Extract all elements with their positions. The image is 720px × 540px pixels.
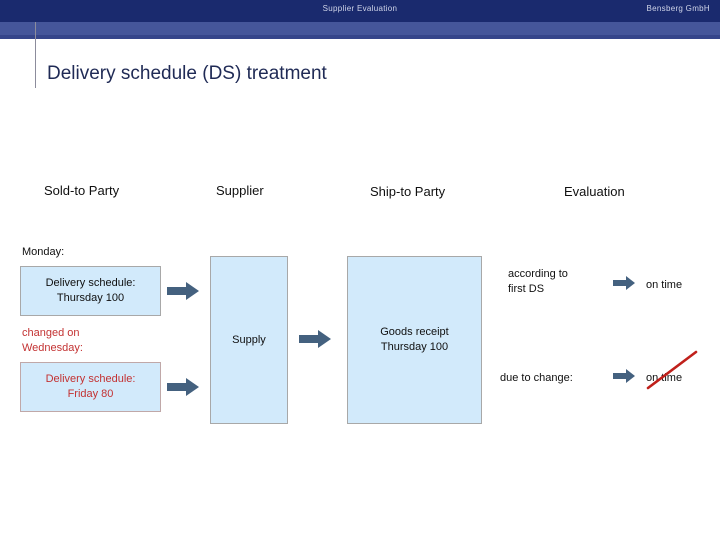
changed-line1: changed on bbox=[22, 327, 80, 339]
box-delivery-schedule-first-text: Delivery schedule: Thursday 100 bbox=[46, 276, 136, 306]
label-monday: Monday: bbox=[22, 246, 65, 258]
box-delivery-schedule-changed-text: Delivery schedule: Friday 80 bbox=[46, 372, 136, 402]
label-changed-on-wednesday: changed on Wednesday: bbox=[22, 326, 83, 356]
header-bar-top bbox=[0, 0, 720, 22]
acc-line1: according to bbox=[508, 268, 568, 280]
box-goods-receipt: Goods receipt Thursday 100 bbox=[347, 256, 482, 424]
box-supply: Supply bbox=[210, 256, 288, 424]
arrow-right-icon-eval-second bbox=[613, 369, 635, 383]
header-bar-accent bbox=[0, 35, 720, 39]
box-goods-receipt-text: Goods receipt Thursday 100 bbox=[380, 325, 448, 355]
arrow-right-icon-eval-first bbox=[613, 276, 635, 290]
page-title: Delivery schedule (DS) treatment bbox=[47, 63, 327, 84]
changed-line2: Wednesday: bbox=[22, 342, 83, 354]
column-header-sold-to-party: Sold-to Party bbox=[44, 183, 120, 198]
box-supply-text: Supply bbox=[232, 333, 266, 346]
box-delivery-schedule-changed: Delivery schedule: Friday 80 bbox=[20, 362, 161, 412]
vertical-accent-line bbox=[35, 22, 36, 88]
header-center-title: Supplier Evaluation bbox=[322, 4, 398, 13]
label-according-to-first-ds: according to first DS bbox=[508, 267, 568, 297]
goods-line1: Goods receipt bbox=[380, 326, 449, 338]
arrow-right-icon-ds2-to-supply bbox=[167, 378, 199, 396]
acc-line2: first DS bbox=[508, 283, 545, 295]
label-result-on-time-first: on time bbox=[646, 279, 683, 291]
label-result-on-time-second: on time bbox=[646, 372, 683, 384]
ds2-line1: Delivery schedule: bbox=[45, 373, 136, 385]
header-bar-middle bbox=[0, 22, 720, 35]
red-strikethrough-icon bbox=[646, 350, 698, 390]
column-header-ship-to-party: Ship-to Party bbox=[370, 184, 446, 199]
box-delivery-schedule-first: Delivery schedule: Thursday 100 bbox=[20, 266, 161, 316]
arrow-right-icon-supply-to-goods bbox=[299, 330, 331, 348]
ds1-line1: Delivery schedule: bbox=[45, 277, 136, 289]
ds2-line2: Friday 80 bbox=[67, 388, 114, 400]
label-due-to-change: due to change: bbox=[500, 372, 573, 384]
arrow-right-icon-ds1-to-supply bbox=[167, 282, 199, 300]
column-header-evaluation: Evaluation bbox=[564, 184, 625, 199]
goods-line2: Thursday 100 bbox=[380, 341, 449, 353]
ds1-line2: Thursday 100 bbox=[56, 292, 125, 304]
column-header-supplier: Supplier bbox=[216, 183, 264, 198]
header-company-name: Bensberg GmbH bbox=[646, 4, 710, 13]
